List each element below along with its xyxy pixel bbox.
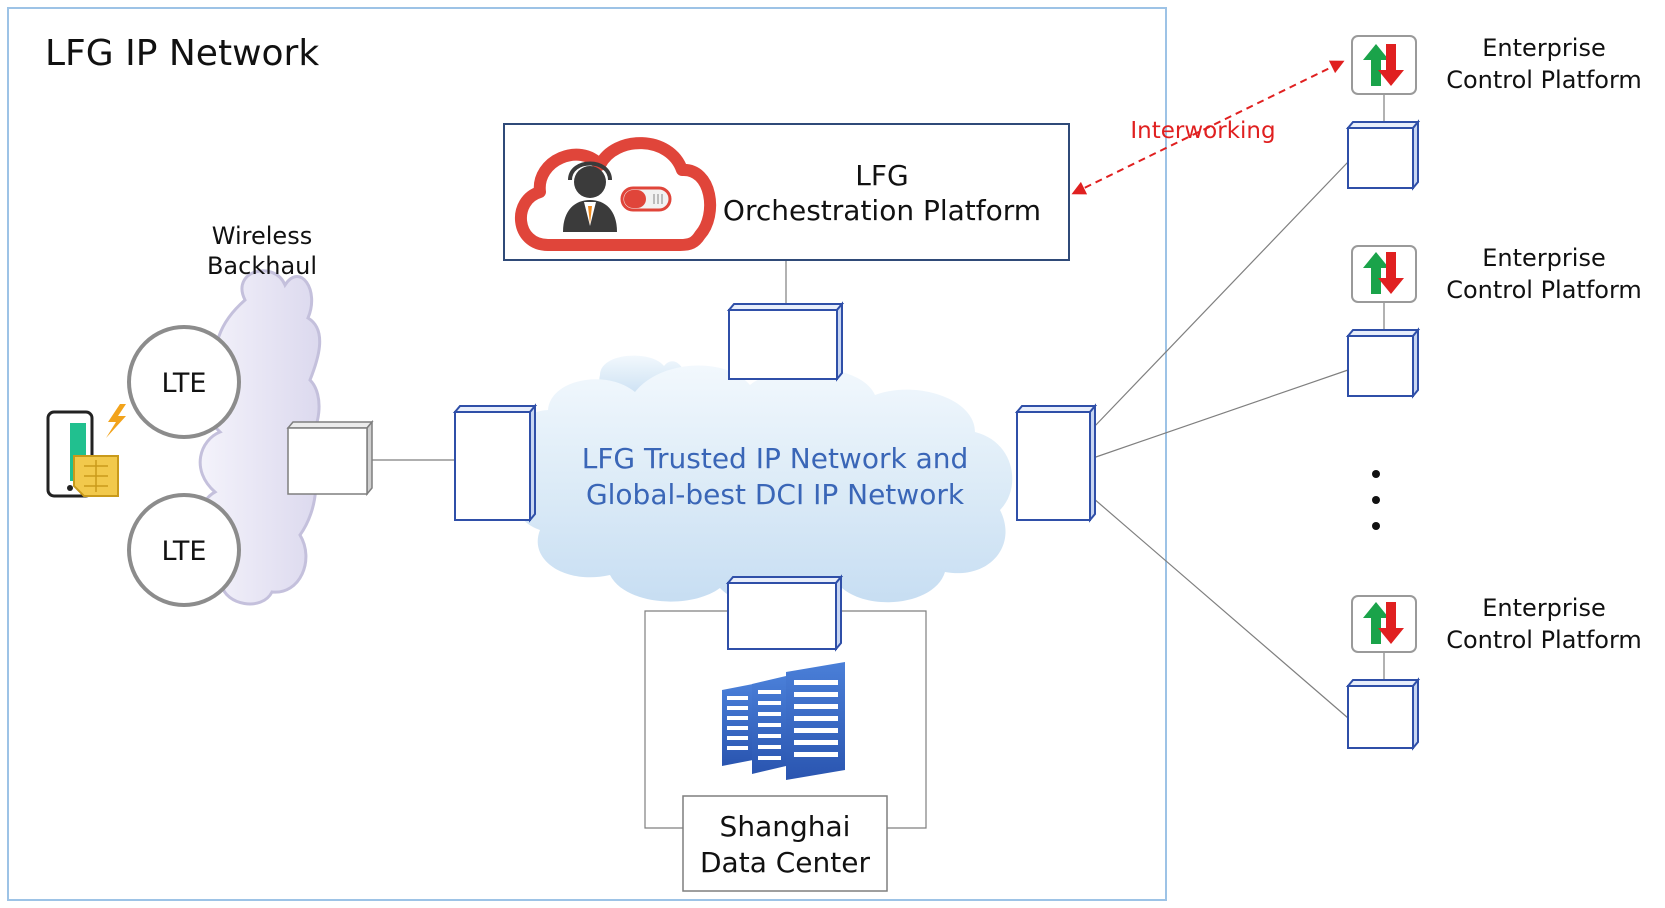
orchestration-label-line1: LFG bbox=[855, 159, 908, 192]
backhaul-label-line1: Wireless bbox=[212, 222, 312, 250]
enterprise-label-line1: Enterprise bbox=[1482, 244, 1605, 272]
enterprise-label-line1: Enterprise bbox=[1482, 34, 1605, 62]
interworking-link bbox=[1071, 60, 1345, 195]
lte-node-2: LTE bbox=[127, 493, 241, 607]
core-router-left bbox=[452, 403, 538, 523]
enterprise-control-platform-3: Enterprise Control Platform bbox=[1345, 594, 1642, 751]
lightning-icon bbox=[106, 404, 126, 438]
enterprise-control-platform-2: Enterprise Control Platform bbox=[1345, 244, 1642, 399]
lte-label: LTE bbox=[162, 368, 207, 399]
core-router-top bbox=[726, 301, 845, 382]
ellipsis-dots-icon bbox=[1372, 470, 1380, 530]
enterprise-label-line2: Control Platform bbox=[1446, 276, 1642, 304]
connector-lines bbox=[368, 94, 1385, 829]
interworking-label: Interworking bbox=[1130, 118, 1275, 144]
network-title: LFG IP Network bbox=[45, 33, 319, 74]
data-center-box: Shanghai Data Center bbox=[682, 795, 888, 892]
updown-arrows-icon bbox=[1351, 245, 1417, 303]
core-network-label-line1: LFG Trusted IP Network and bbox=[582, 442, 969, 475]
enterprise-label-line2: Control Platform bbox=[1446, 626, 1642, 654]
data-center-label-line2: Data Center bbox=[700, 846, 870, 879]
orchestration-label-line2: Orchestration Platform bbox=[723, 194, 1041, 227]
core-network-cloud bbox=[509, 355, 1013, 608]
network-frame bbox=[7, 7, 1167, 901]
updown-arrows-icon bbox=[1351, 595, 1417, 653]
updown-arrows-icon bbox=[1351, 35, 1417, 95]
core-network-label-line2: Global-best DCI IP Network bbox=[586, 478, 965, 511]
lte-node-1: LTE bbox=[127, 325, 241, 439]
core-router-bottom bbox=[725, 574, 844, 652]
backhaul-label-line2: Backhaul bbox=[207, 252, 317, 280]
lte-label: LTE bbox=[162, 536, 207, 567]
operator-cloud-icon bbox=[514, 137, 717, 251]
enterprise-label-line1: Enterprise bbox=[1482, 594, 1605, 622]
data-center-label-line1: Shanghai bbox=[720, 810, 851, 843]
enterprise-label-line2: Control Platform bbox=[1446, 66, 1642, 94]
server-rack-icon bbox=[722, 662, 845, 780]
enterprise-control-platform-1: Enterprise Control Platform bbox=[1345, 34, 1642, 191]
sim-card-icon bbox=[73, 455, 119, 497]
core-router-right bbox=[1014, 403, 1098, 523]
backhaul-router bbox=[286, 419, 374, 497]
